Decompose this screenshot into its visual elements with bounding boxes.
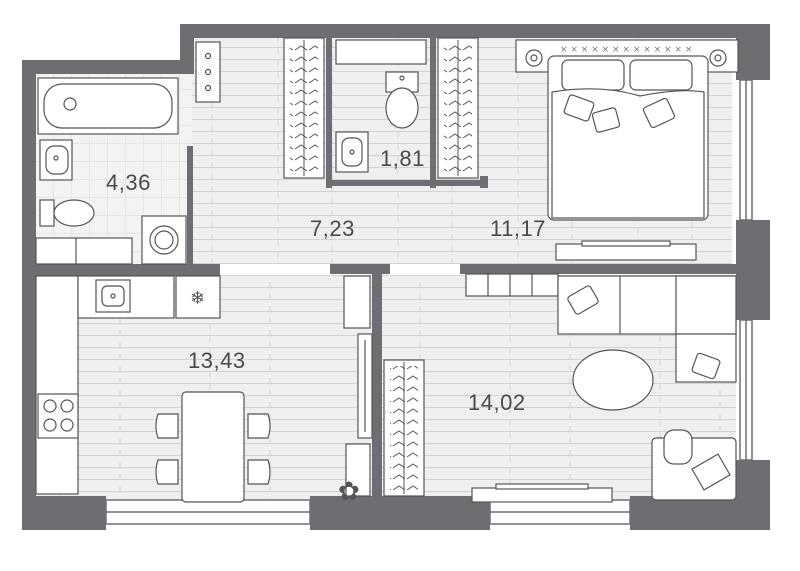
sofa xyxy=(557,275,737,383)
hallway-wardrobe xyxy=(283,37,325,179)
dining-table xyxy=(155,391,271,503)
coat-rack xyxy=(195,41,221,103)
svg-text:✿: ✿ xyxy=(338,477,360,507)
kitchen-area-label: 13,43 xyxy=(188,348,246,373)
living-wardrobe xyxy=(383,359,425,497)
toilet-room-fixtures xyxy=(335,39,427,173)
bedroom-area-label: 11,17 xyxy=(490,216,546,241)
bathroom-shelf xyxy=(35,237,133,265)
coffee-table xyxy=(572,349,654,411)
bed: × × × × × × × × × × × × × xyxy=(515,39,739,221)
windows xyxy=(105,79,753,525)
washing-machine xyxy=(141,215,187,265)
living-room-area-label: 14,02 xyxy=(468,390,526,415)
bathtub xyxy=(37,77,179,135)
toilet-room-wardrobe xyxy=(437,37,479,179)
washbasin xyxy=(39,139,73,181)
hallway-area-label: 7,23 xyxy=(310,216,355,241)
bedroom-tv xyxy=(555,240,697,261)
living-tv xyxy=(471,483,613,503)
toilet-area-label: 1,81 xyxy=(380,146,425,171)
walls xyxy=(22,24,770,530)
kitchen-counter: ❄ xyxy=(35,275,221,495)
desk xyxy=(651,429,737,501)
bathroom-area-label: 4,36 xyxy=(106,170,151,195)
svg-text:× × × × × × × × × × × × ×: × × × × × × × × × × × × × xyxy=(560,45,692,55)
svg-text:❄: ❄ xyxy=(190,288,205,309)
living-shelf xyxy=(465,273,559,297)
bathroom-toilet xyxy=(39,199,95,227)
kitchen-wall-fixtures: ✿ xyxy=(338,275,373,507)
